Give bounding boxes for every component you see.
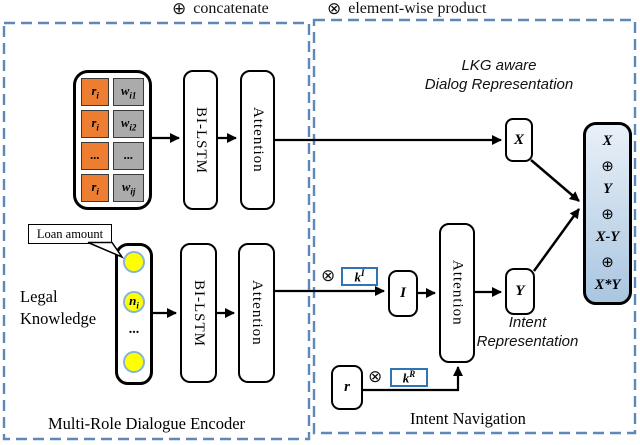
concat-term-x-times-y: X*Y bbox=[594, 277, 621, 293]
legend-element-wise-product: ⊗ element-wise product bbox=[327, 0, 486, 18]
x-representation-box: X bbox=[505, 118, 533, 162]
y-representation-box: Y bbox=[505, 268, 535, 315]
element-wise-product-icon: ⊗ bbox=[368, 367, 383, 387]
word-cell: wi1 bbox=[113, 78, 144, 106]
dialog-attention-box: Attention bbox=[240, 70, 275, 210]
arrow-y-to-concat bbox=[532, 208, 581, 272]
word-cell: wi2 bbox=[113, 110, 144, 138]
concatenate-icon: ⊕ bbox=[172, 0, 187, 19]
dialog-bilstm-label: BI-LSTM bbox=[193, 106, 209, 174]
knowledge-node-circle bbox=[123, 351, 145, 373]
concat-term-x-minus-y: X-Y bbox=[595, 229, 620, 245]
role-cell: ri bbox=[81, 78, 110, 106]
concatenate-icon: ⊕ bbox=[601, 252, 614, 271]
knowledge-ellipsis: ... bbox=[128, 322, 140, 337]
encoder-panel-title: Multi-Role Dialogue Encoder bbox=[48, 414, 246, 433]
k-intent-box: kI bbox=[341, 267, 378, 286]
knowledge-attention-label: Attention bbox=[249, 280, 265, 346]
knowledge-node-circle: ni bbox=[123, 291, 145, 313]
knowledge-attention-box: Attention bbox=[238, 243, 275, 383]
lkg-representation-caption: LKG aware Dialog Representation bbox=[424, 57, 574, 93]
navigation-panel-title: Intent Navigation bbox=[410, 409, 526, 428]
concatenation-box: X ⊕ Y ⊕ X-Y ⊕ X*Y bbox=[583, 122, 632, 305]
legal-knowledge-label: Legal Knowledge bbox=[20, 287, 97, 329]
knowledge-bilstm-label: BI-LSTM bbox=[191, 279, 207, 347]
role-cell-ellipsis: ... bbox=[81, 142, 110, 170]
legal-knowledge-column: ni ... bbox=[115, 243, 153, 385]
dialog-bilstm-box: BI-LSTM bbox=[183, 70, 218, 210]
word-cell-ellipsis: ... bbox=[113, 142, 144, 170]
role-r-box: r bbox=[331, 365, 363, 410]
concatenate-icon: ⊕ bbox=[601, 204, 614, 223]
element-wise-product-icon: ⊗ bbox=[327, 0, 342, 19]
knowledge-bilstm-box: BI-LSTM bbox=[180, 243, 217, 383]
role-cell: ri bbox=[81, 174, 110, 202]
concat-term-y: Y bbox=[603, 181, 612, 197]
concat-term-x: X bbox=[602, 133, 613, 149]
dialog-attention-label: Attention bbox=[250, 107, 266, 173]
concatenate-icon: ⊕ bbox=[601, 156, 614, 175]
legend-concatenate: ⊕ concatenate bbox=[172, 0, 269, 18]
knowledge-node-circle bbox=[123, 251, 145, 273]
word-cell: wij bbox=[113, 174, 144, 202]
element-wise-product-icon: ⊗ bbox=[321, 266, 336, 286]
loan-amount-callout: Loan amount bbox=[28, 224, 112, 244]
intent-i-box: I bbox=[388, 270, 418, 317]
arrow-x-to-concat bbox=[530, 159, 580, 202]
intent-representation-caption: Intent Representation bbox=[476, 314, 579, 350]
legend-concatenate-label: concatenate bbox=[193, 0, 269, 17]
legend-element-wise-product-label: element-wise product bbox=[348, 0, 487, 17]
utterance-matrix: ri wi1 ri wi2 ... ... ri wij bbox=[73, 70, 152, 210]
role-cell: ri bbox=[81, 110, 110, 138]
k-role-box: kR bbox=[390, 368, 428, 387]
